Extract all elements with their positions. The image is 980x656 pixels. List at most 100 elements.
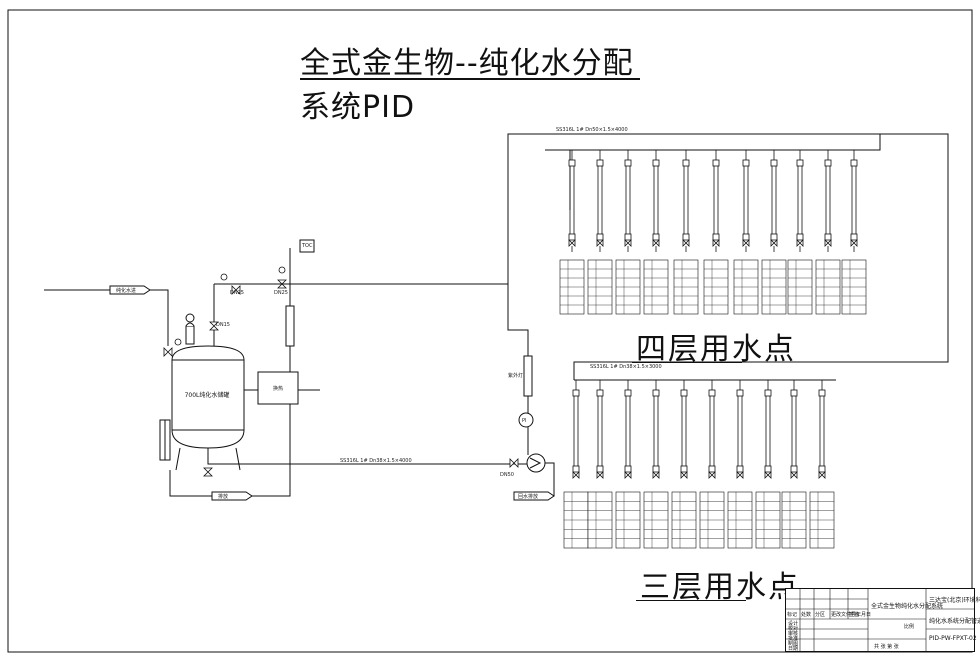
use-point-outlet-valve — [742, 239, 750, 247]
use-point-diaphragm — [652, 465, 660, 473]
tb-row-label: 日期 — [788, 646, 799, 652]
storage-tank — [159, 345, 245, 471]
tb-col-label: 签名 — [849, 612, 860, 618]
pipe-segment — [150, 289, 169, 346]
tb-company: 三达宝(北京)环境科技有限公司 — [929, 597, 980, 604]
floor4-use-points — [568, 150, 858, 252]
tb-row-label: 批准 — [788, 636, 799, 642]
outlet-arrow — [513, 491, 555, 501]
gauge-symbol — [220, 273, 228, 281]
valve-symbol — [203, 467, 213, 477]
use-point-valve — [596, 159, 604, 167]
title-underline — [300, 78, 640, 80]
use-point-valve — [818, 389, 826, 397]
gauge-symbol — [278, 266, 286, 274]
floor3-underline — [636, 600, 746, 601]
use-point-valve — [770, 159, 778, 167]
use-point-diaphragm — [712, 233, 720, 241]
tb-col-label: 年月日 — [856, 612, 872, 618]
use-point-diaphragm — [624, 233, 632, 241]
gauge-symbol — [174, 338, 182, 346]
use-point-valve — [796, 159, 804, 167]
pipe-segment — [545, 134, 881, 151]
floor3-pipe-spec: SS316L 1# Dn38×1.5×3000 — [590, 364, 662, 370]
drawing-frame — [7, 9, 973, 653]
valve-symbol — [231, 285, 241, 295]
use-point-valve — [596, 389, 604, 397]
use-point-outlet-valve — [596, 239, 604, 247]
diagram-title: 全式金生物--纯化水分配系统PID — [300, 46, 634, 125]
use-point-outlet-valve — [624, 471, 632, 479]
uv-sterilizer — [523, 355, 533, 397]
drain-label: 排放 — [218, 494, 229, 500]
use-point-valve — [764, 389, 772, 397]
use-point-valve — [624, 389, 632, 397]
tank-label: 700L纯化水储罐 — [184, 392, 230, 399]
use-point-diaphragm — [770, 233, 778, 241]
use-point-outlet-valve — [652, 471, 660, 479]
use-point-outlet-valve — [712, 239, 720, 247]
floor3-label: 三层用水点 — [640, 570, 800, 605]
use-point-valve — [742, 159, 750, 167]
use-point-diaphragm — [790, 465, 798, 473]
inlet-arrow — [109, 285, 151, 295]
tank-valve-tag-1: DN15 — [216, 322, 230, 328]
use-point-outlet-valve — [682, 239, 690, 247]
use-point-diaphragm — [652, 233, 660, 241]
pump-valve-tag: DN50 — [500, 472, 514, 478]
title-block: 三达宝(北京)环境科技有限公司 全式金生物纯化水分配系统 纯化水系统分配管道图 … — [785, 588, 980, 652]
use-point-diaphragm — [764, 465, 772, 473]
use-point-outlet-valve — [572, 471, 580, 479]
use-point-outlet-valve — [850, 239, 858, 247]
return-pipe-spec: SS316L 1# Dn38×1.5×4000 — [340, 458, 412, 464]
use-point-diaphragm — [742, 233, 750, 241]
tb-row-label: 校对 — [788, 626, 799, 632]
tb-sheet: 共 张 第 张 — [874, 644, 899, 650]
circulation-pump — [526, 453, 546, 473]
use-point-valve — [652, 159, 660, 167]
valve-symbol — [209, 321, 219, 331]
use-point-valve — [824, 159, 832, 167]
use-point-valve — [652, 389, 660, 397]
use-point-valve — [568, 159, 576, 167]
tb-drawing-no: PID-PW-FPXT-02 — [929, 635, 977, 642]
toc-label: TOC — [302, 243, 313, 249]
use-point-diaphragm — [568, 233, 576, 241]
use-point-valve — [712, 159, 720, 167]
floor4-label: 四层用水点 — [636, 332, 796, 367]
use-point-outlet-valve — [708, 471, 716, 479]
tb-row-label: 设计 — [788, 621, 799, 627]
title-block-grid — [786, 589, 974, 651]
drain-arrow — [211, 491, 253, 501]
main-pipe-spec: SS316L 1# Dn50×1.5×4000 — [556, 127, 628, 133]
use-point-outlet-valve — [818, 471, 826, 479]
filter-housing — [285, 305, 295, 347]
use-point-diaphragm — [796, 233, 804, 241]
use-point-diaphragm — [680, 465, 688, 473]
pressure-indicator — [518, 412, 534, 428]
use-point-valve — [572, 389, 580, 397]
return-valve-tag: DN25 — [274, 290, 288, 296]
tb-drawing-title: 纯化水系统分配管道图 — [929, 618, 980, 625]
pipe-segment — [507, 284, 529, 356]
use-point-diaphragm — [850, 233, 858, 241]
tb-project: 全式金生物纯化水分配系统 — [871, 603, 944, 610]
use-point-outlet-valve — [824, 239, 832, 247]
tank-valve-tag-2: DN25 — [230, 290, 244, 296]
use-point-diaphragm — [596, 233, 604, 241]
hx-label: 换热 — [273, 386, 284, 392]
use-point-outlet-valve — [736, 471, 744, 479]
use-point-diaphragm — [572, 465, 580, 473]
use-point-valve — [624, 159, 632, 167]
pipe-segment — [169, 470, 212, 497]
tb-col-label: 处数 — [801, 612, 812, 618]
use-point-diaphragm — [624, 465, 632, 473]
pi-label: PI — [522, 418, 527, 424]
use-point-diaphragm — [824, 233, 832, 241]
tb-col-label: 分区 — [815, 612, 826, 618]
use-point-outlet-valve — [680, 471, 688, 479]
use-point-outlet-valve — [796, 239, 804, 247]
use-point-outlet-valve — [770, 239, 778, 247]
floor3-spec-tables — [563, 491, 835, 549]
